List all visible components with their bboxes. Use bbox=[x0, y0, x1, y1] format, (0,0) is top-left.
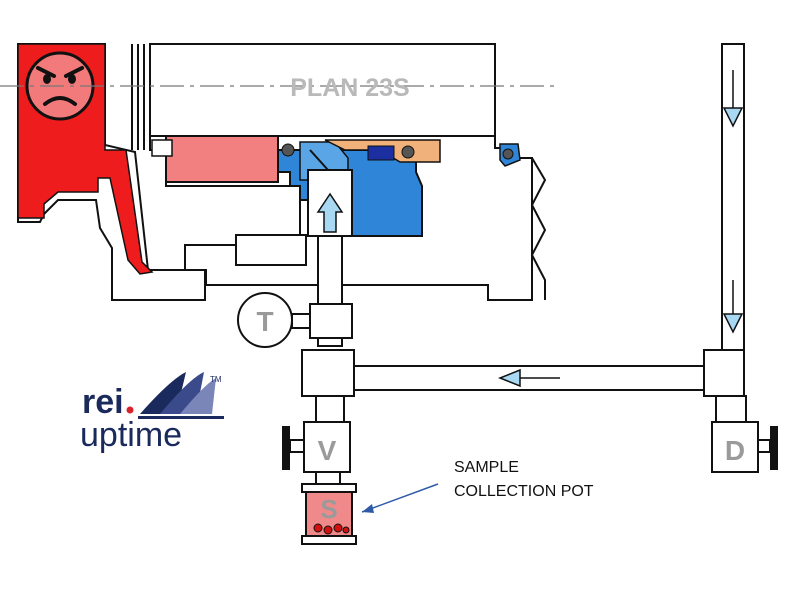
sample-label: S bbox=[320, 494, 337, 524]
logo-brand-top: rei bbox=[82, 383, 124, 421]
temperature-indicator bbox=[237, 292, 353, 348]
drain-valve bbox=[711, 421, 778, 473]
logo-brand-bottom: uptime bbox=[80, 416, 182, 454]
temperature-label: T bbox=[256, 306, 273, 337]
gland-plate bbox=[151, 135, 279, 183]
diagram-title: PLAN 23S bbox=[290, 74, 409, 102]
isolation-valve bbox=[282, 421, 351, 485]
return-pipe-right bbox=[715, 43, 747, 423]
drain-label: D bbox=[725, 435, 745, 466]
callout-line-2: COLLECTION POT bbox=[454, 483, 594, 500]
logo-dot bbox=[126, 406, 134, 414]
sample-pot-callout bbox=[361, 483, 439, 513]
vertical-drain-pipe-left bbox=[315, 395, 345, 423]
rei-uptime-logo: rei TM uptime bbox=[80, 372, 224, 454]
flow-arrow-icon bbox=[722, 280, 744, 334]
valve-label: V bbox=[318, 435, 337, 466]
callout-line-1: SAMPLE bbox=[454, 459, 519, 476]
shaft bbox=[149, 43, 496, 137]
flow-arrow-icon bbox=[497, 368, 560, 388]
break-line bbox=[530, 157, 547, 300]
throat-bushing bbox=[499, 143, 521, 167]
sample-collection-pot bbox=[301, 483, 357, 545]
flow-arrow-icon bbox=[316, 192, 344, 233]
logo-trademark: TM bbox=[210, 375, 222, 384]
flow-arrow-icon bbox=[722, 70, 744, 128]
horizontal-line-pipe bbox=[301, 349, 745, 397]
